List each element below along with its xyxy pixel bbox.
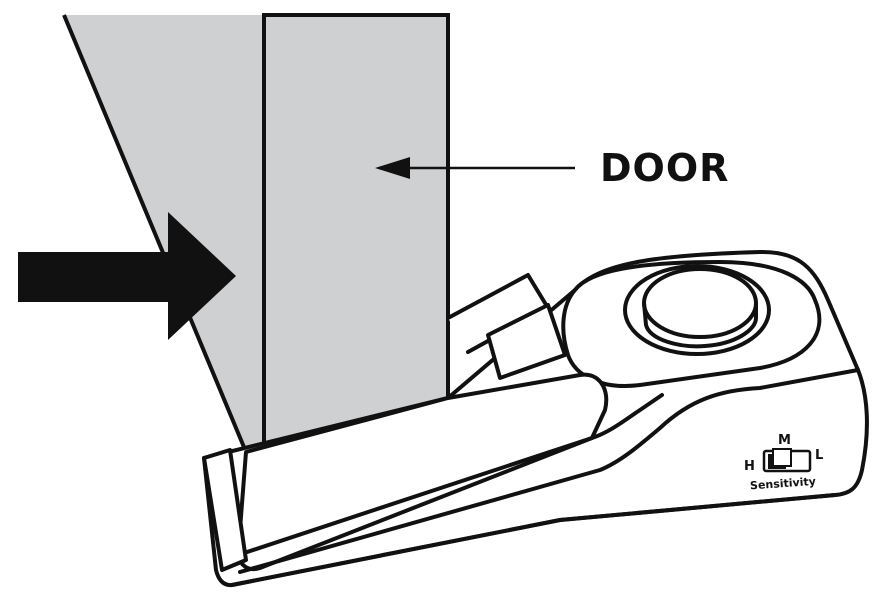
sensitivity-switch[interactable]	[762, 448, 812, 473]
sensitivity-low-label: L	[815, 448, 823, 463]
wedge-layer-3	[230, 493, 837, 587]
sensitivity-switch-knob-face	[772, 448, 792, 467]
wedge-end-cap	[202, 448, 248, 572]
door-pointer-arrowhead-icon	[375, 157, 410, 179]
push-arrow-icon	[18, 212, 236, 340]
door-label: DOOR	[600, 146, 729, 190]
wedge-layer-2	[236, 393, 664, 557]
wedge-layer-4	[238, 368, 860, 574]
door-panel	[262, 13, 450, 468]
sensitivity-label: Sensitivity	[750, 475, 817, 493]
sensitivity-high-label: H	[744, 459, 755, 474]
door-face-left	[64, 15, 264, 465]
wedge-clip-block	[486, 303, 567, 380]
sensitivity-medium-label: M	[778, 433, 791, 448]
alarm-speaker-button-side	[642, 301, 758, 349]
door-stop-wedge	[202, 249, 869, 588]
alarm-speaker-button	[642, 267, 758, 339]
